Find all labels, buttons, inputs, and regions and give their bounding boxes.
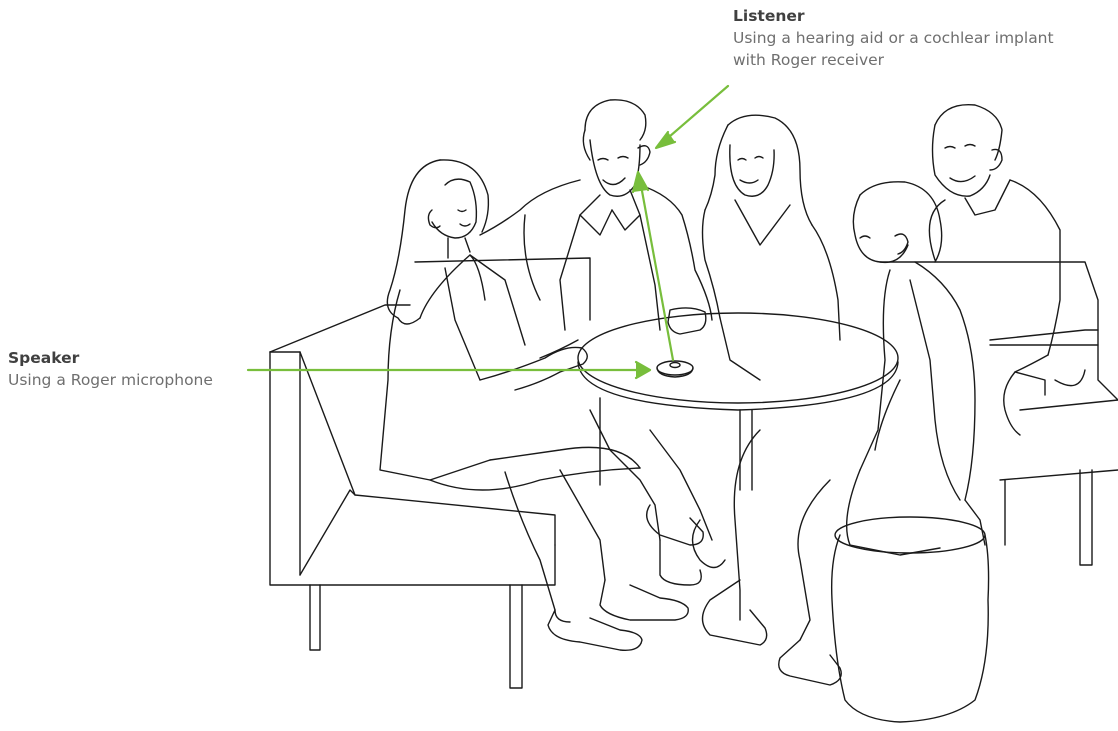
signal-arrow (633, 172, 673, 360)
left-sofa (270, 258, 590, 688)
right-sofa (880, 262, 1118, 565)
listener-arrow (656, 86, 728, 148)
man-right-figure (929, 105, 1098, 435)
woman-foreground-figure (703, 182, 989, 722)
roger-microphone-icon (657, 361, 693, 377)
woman-center-figure (703, 115, 841, 380)
listener-man-figure (480, 100, 725, 585)
round-table (578, 313, 898, 490)
speaker-woman-figure (380, 160, 688, 650)
